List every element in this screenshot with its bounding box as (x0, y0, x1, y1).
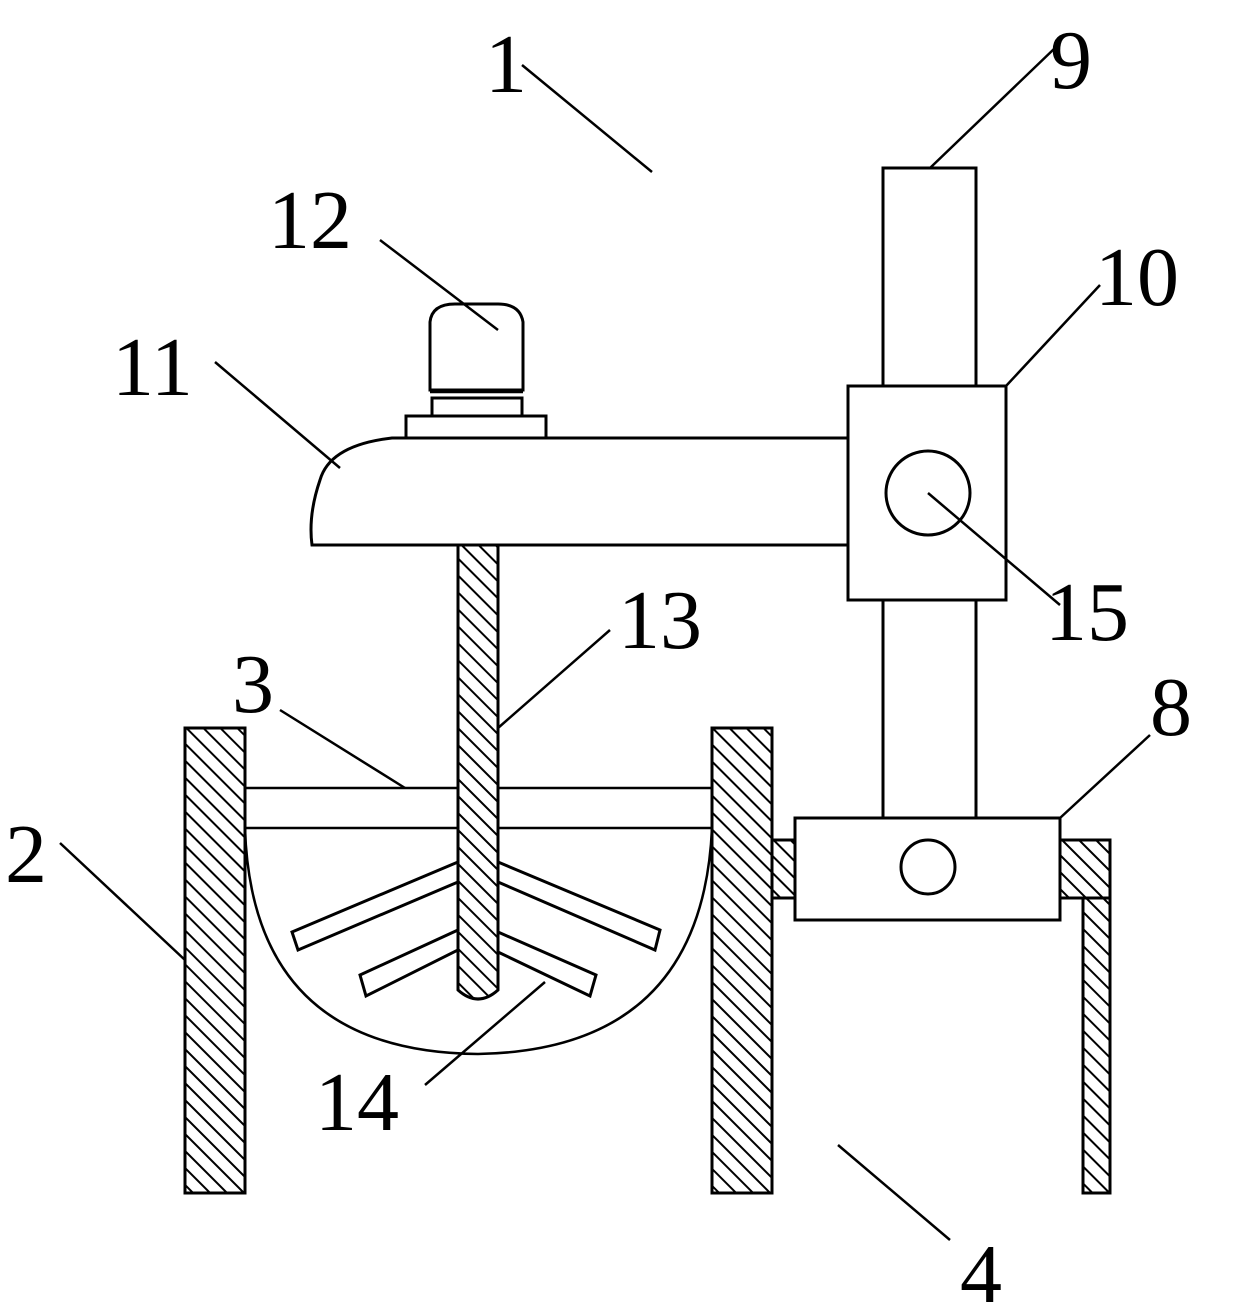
base-knob (899, 838, 957, 896)
mixer-arm-housing (309, 436, 852, 547)
stirring-blade (358, 927, 460, 999)
label-13: 13 (618, 574, 702, 667)
label-10: 10 (1095, 231, 1179, 324)
label-3: 3 (232, 638, 274, 731)
motor-collar (430, 396, 524, 418)
label-11: 11 (112, 321, 193, 414)
bracket-connector (770, 838, 798, 900)
label-12: 12 (268, 174, 352, 267)
middle-support-leg (710, 726, 774, 1195)
left-support-leg (183, 726, 247, 1195)
stirring-blade (290, 859, 460, 953)
label-9: 9 (1050, 14, 1092, 107)
motor-body (428, 302, 525, 392)
stirring-blade (496, 929, 598, 999)
label-14: 14 (315, 1056, 399, 1149)
label-4: 4 (960, 1228, 1002, 1306)
label-8: 8 (1150, 661, 1192, 754)
right-support-leg (1081, 896, 1112, 1195)
label-15: 15 (1045, 566, 1129, 659)
stirring-blade (496, 859, 662, 953)
right-bracket-top (1058, 838, 1112, 900)
label-2: 2 (5, 808, 47, 901)
mixing-bowl (243, 827, 714, 1056)
motor-mount-plate (404, 414, 548, 440)
label-1: 1 (485, 18, 527, 111)
stirring-shaft (456, 543, 500, 1001)
